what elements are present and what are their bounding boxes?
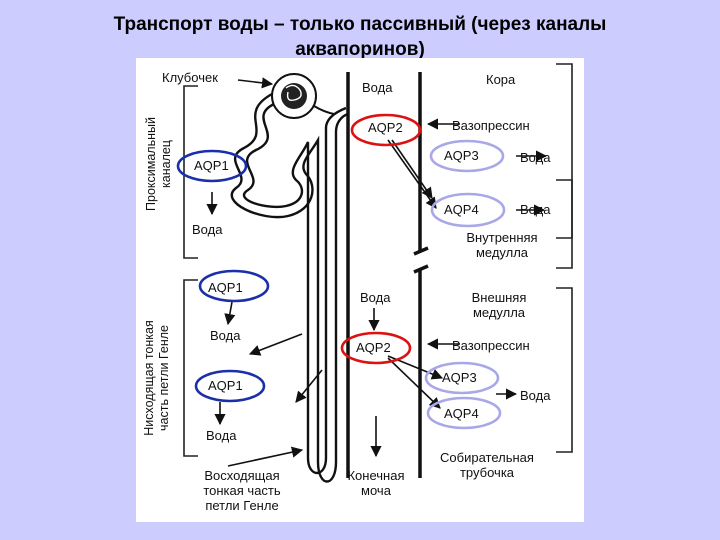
zone-brackets <box>183 63 573 457</box>
aqp1-thin-a-oval <box>198 269 270 303</box>
diagram-drawing <box>176 63 573 483</box>
label-cortex: Кора <box>486 72 516 87</box>
label-inner-medulla-line-2: медулла <box>475 245 529 260</box>
label-outer-medulla-line-2: медулла <box>472 305 526 320</box>
label-inner-medulla: Внутренняя медулла <box>454 230 550 260</box>
label-collecting-duct-line-1: Собирательная <box>440 450 534 465</box>
nephron-diagram: Клубочек Кора Вода AQP2 Вазопрессин AQP3… <box>136 58 584 522</box>
label-descending-limb-line-2: часть петли Генле <box>157 325 171 431</box>
aqp3-bottom-oval <box>424 361 500 395</box>
label-proximal-tubule-line-1: Проксимальный <box>144 117 158 211</box>
aqp1-thin-b-oval <box>194 369 266 403</box>
slide-title-line-1: Транспорт воды – только пассивный (через… <box>113 14 607 35</box>
label-water-thin-a: Вода <box>210 328 241 343</box>
aqp2-top-oval <box>350 113 422 147</box>
slide-title: Транспорт воды – только пассивный (через… <box>60 12 660 62</box>
arrow-ascending <box>227 446 304 467</box>
slide-title-line-2: аквапоринов) <box>295 39 425 60</box>
label-final-urine: Конечная моча <box>336 468 416 498</box>
label-proximal-tubule-line-2: каналец <box>159 140 173 188</box>
label-ascending-limb: Восходящая тонкая часть петли Генле <box>192 468 292 513</box>
label-water-aqp3-bottom: Вода <box>520 388 551 403</box>
nephron-tubule <box>230 92 349 483</box>
label-ascending-limb-line-3: петли Генле <box>205 498 279 513</box>
label-water-aqp3-top: Вода <box>520 150 551 165</box>
label-water-top: Вода <box>362 80 393 95</box>
label-aqp3-top: AQP3 <box>444 148 479 163</box>
descending-bracket <box>183 279 198 457</box>
aqp1-proximal-oval <box>176 149 248 183</box>
label-ascending-limb-line-1: Восходящая <box>204 468 280 483</box>
arrow-aqp2-aqp4-bottom <box>387 357 441 409</box>
label-descending-limb: Нисходящая тонкая часть петли Генле <box>142 298 172 458</box>
label-aqp3-bottom: AQP3 <box>442 370 477 385</box>
label-water-thin-b: Вода <box>206 428 237 443</box>
aqp2-bottom-oval <box>340 331 412 365</box>
label-aqp1-thin-a: AQP1 <box>208 280 243 295</box>
label-collecting-duct-line-2: трубочка <box>459 465 515 480</box>
inner-medulla-bracket <box>556 179 573 269</box>
label-aqp2-bottom: AQP2 <box>356 340 391 355</box>
label-water-aqp4-top: Вода <box>520 202 551 217</box>
arrow-aqp2-aqp4-top <box>387 139 437 209</box>
label-proximal-tubule: Проксимальный каналец <box>144 94 174 234</box>
label-aqp4-top: AQP4 <box>444 202 479 217</box>
arrow-loop-mid <box>295 369 323 403</box>
label-ascending-limb-line-2: тонкая часть <box>203 483 281 498</box>
label-aqp4-bottom: AQP4 <box>444 406 479 421</box>
outer-medulla-bracket <box>556 287 573 453</box>
label-descending-limb-line-1: Нисходящая тонкая <box>142 320 156 436</box>
arrow-thin-water-a <box>224 301 236 326</box>
aqp3-top-oval <box>429 139 505 173</box>
duct-gap-tick-2 <box>413 264 429 274</box>
label-vasopressin-top: Вазопрессин <box>452 118 530 133</box>
proximal-bracket <box>183 85 198 259</box>
label-outer-medulla: Внешняя медулла <box>454 290 544 320</box>
label-water-proximal: Вода <box>192 222 223 237</box>
label-collecting-duct: Собирательная трубочка <box>432 450 542 480</box>
label-water-mid: Вода <box>360 290 391 305</box>
label-aqp1-proximal: AQP1 <box>194 158 229 173</box>
glomerulus-drawing <box>271 73 335 119</box>
aqp4-top-oval <box>430 192 506 228</box>
arrow-glomerulus <box>237 77 274 89</box>
duct-gap-tick-1 <box>413 246 429 256</box>
label-final-urine-line-2: моча <box>361 483 391 498</box>
label-vasopressin-bottom: Вазопрессин <box>452 338 530 353</box>
cortex-bracket <box>556 63 573 239</box>
label-aqp2-top: AQP2 <box>368 120 403 135</box>
arrow-aqp2-aqp3-top <box>391 139 433 199</box>
label-inner-medulla-line-1: Внутренняя <box>466 230 538 245</box>
aqp4-bottom-oval <box>426 396 502 430</box>
label-outer-medulla-line-1: Внешняя <box>471 290 527 305</box>
arrow-loop-out <box>248 333 303 356</box>
label-glomerulus: Клубочек <box>162 70 218 85</box>
label-final-urine-line-1: Конечная <box>347 468 405 483</box>
label-aqp1-thin-b: AQP1 <box>208 378 243 393</box>
